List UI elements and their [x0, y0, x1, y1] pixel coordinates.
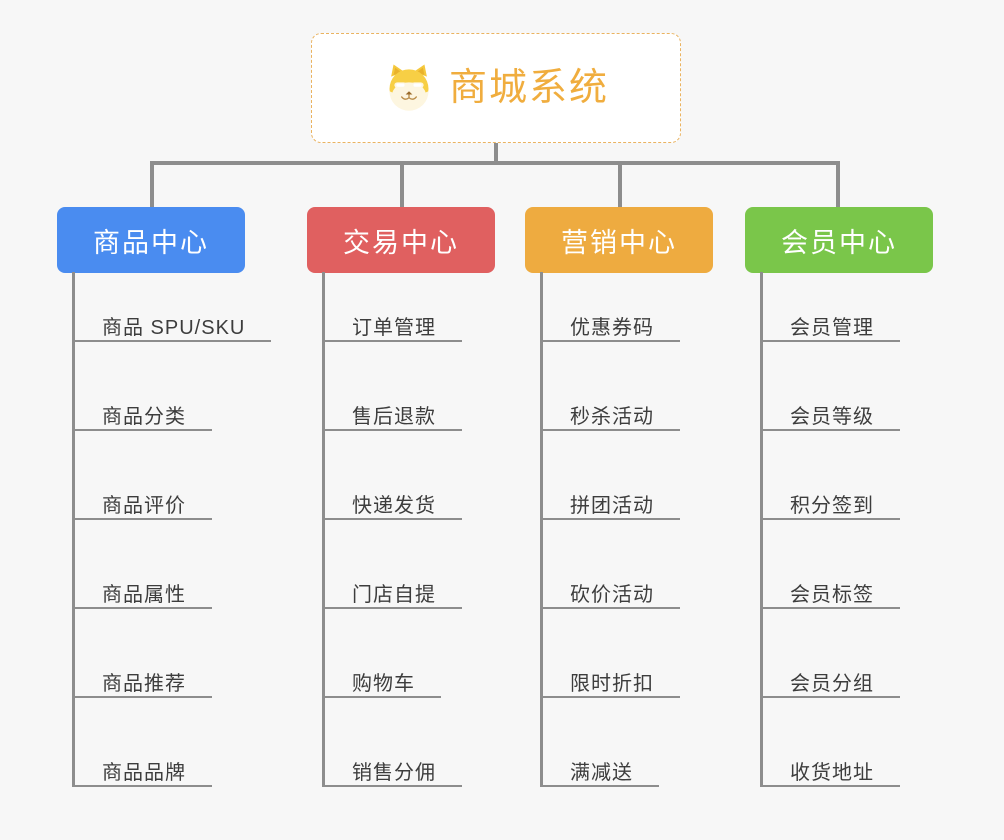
leaf-item[interactable] [322, 488, 522, 526]
leaf-underline [72, 696, 212, 698]
leaf-spine [322, 272, 325, 787]
leaf-underline [72, 785, 212, 787]
leaf-underline [72, 607, 212, 609]
leaf-label: 商品分类 [102, 406, 186, 428]
leaf-label: 优惠券码 [570, 317, 654, 339]
leaf-underline [760, 785, 900, 787]
connector-stem [494, 143, 498, 164]
root-title: 商城系统 [448, 67, 609, 109]
leaf-item[interactable] [322, 577, 522, 615]
leaf-label: 快递发货 [352, 495, 436, 517]
leaf-underline [72, 429, 212, 431]
leaf-item[interactable] [540, 399, 740, 437]
leaf-label: 售后退款 [352, 406, 436, 428]
leaf-item[interactable] [540, 488, 740, 526]
category-box-3[interactable]: 营销中心 [525, 207, 713, 273]
leaf-underline [322, 518, 462, 520]
leaf-item[interactable] [540, 666, 740, 704]
category-box-4[interactable]: 会员中心 [745, 207, 933, 273]
leaf-spine [72, 272, 75, 787]
leaf-label: 会员分组 [790, 673, 874, 695]
leaf-underline [322, 696, 441, 698]
leaf-label: 门店自提 [352, 584, 436, 606]
leaf-item[interactable] [322, 399, 522, 437]
leaf-label: 会员标签 [790, 584, 874, 606]
category-box-2[interactable]: 交易中心 [307, 207, 495, 273]
leaf-underline [540, 607, 680, 609]
leaf-underline [72, 518, 212, 520]
leaf-underline [540, 785, 659, 787]
leaf-label: 会员等级 [790, 406, 874, 428]
leaf-underline [540, 696, 680, 698]
leaf-underline [760, 696, 900, 698]
leaf-underline [760, 607, 900, 609]
connector-drop-4 [836, 161, 840, 209]
shiba-dog-icon [383, 62, 435, 114]
leaf-spine [760, 272, 763, 787]
leaf-item[interactable] [760, 488, 960, 526]
leaf-item[interactable] [72, 755, 272, 793]
leaf-label: 限时折扣 [570, 673, 654, 695]
leaf-underline [322, 785, 462, 787]
category-label-2: 交易中心 [343, 227, 459, 258]
leaf-label: 商品评价 [102, 495, 186, 517]
leaf-item[interactable] [72, 666, 272, 704]
leaf-underline [322, 429, 462, 431]
leaf-label: 销售分佣 [352, 762, 436, 784]
connector-bus [150, 161, 840, 165]
leaf-label: 满减送 [570, 762, 633, 784]
leaf-item[interactable] [72, 488, 272, 526]
leaf-item[interactable] [72, 399, 272, 437]
category-box-1[interactable]: 商品中心 [57, 207, 245, 273]
connector-drop-1 [150, 161, 154, 209]
leaf-underline [322, 340, 462, 342]
leaf-item[interactable] [760, 577, 960, 615]
leaf-underline [540, 518, 680, 520]
leaf-label: 拼团活动 [570, 495, 654, 517]
leaf-label: 商品 SPU/SKU [102, 317, 246, 339]
leaf-label: 商品推荐 [102, 673, 186, 695]
leaf-underline [760, 429, 900, 431]
leaf-label: 秒杀活动 [570, 406, 654, 428]
leaf-item[interactable] [72, 577, 272, 615]
leaf-item[interactable] [540, 310, 740, 348]
leaf-label: 购物车 [352, 673, 415, 695]
leaf-label: 积分签到 [790, 495, 874, 517]
category-label-3: 营销中心 [561, 227, 677, 258]
leaf-item[interactable] [72, 310, 272, 348]
leaf-underline [540, 429, 680, 431]
connector-drop-3 [618, 161, 622, 209]
leaf-underline [540, 340, 680, 342]
category-label-1: 商品中心 [93, 227, 209, 258]
leaf-label: 砍价活动 [570, 584, 654, 606]
leaf-label: 商品品牌 [102, 762, 186, 784]
leaf-item[interactable] [540, 577, 740, 615]
leaf-item[interactable] [760, 755, 960, 793]
leaf-label: 会员管理 [790, 317, 874, 339]
leaf-underline [72, 340, 271, 342]
leaf-item[interactable] [322, 310, 522, 348]
leaf-label: 订单管理 [352, 317, 436, 339]
leaf-label: 收货地址 [790, 762, 874, 784]
leaf-underline [760, 340, 900, 342]
leaf-underline [760, 518, 900, 520]
leaf-label: 商品属性 [102, 584, 186, 606]
leaf-item[interactable] [322, 666, 522, 704]
leaf-underline [322, 607, 462, 609]
leaf-item[interactable] [760, 666, 960, 704]
category-label-4: 会员中心 [781, 227, 897, 258]
leaf-item[interactable] [760, 310, 960, 348]
connector-drop-2 [400, 161, 404, 209]
leaf-spine [540, 272, 543, 787]
leaf-item[interactable] [760, 399, 960, 437]
leaf-item[interactable] [322, 755, 522, 793]
leaf-item[interactable] [540, 755, 740, 793]
root-node[interactable]: 商城系统 [311, 33, 681, 143]
